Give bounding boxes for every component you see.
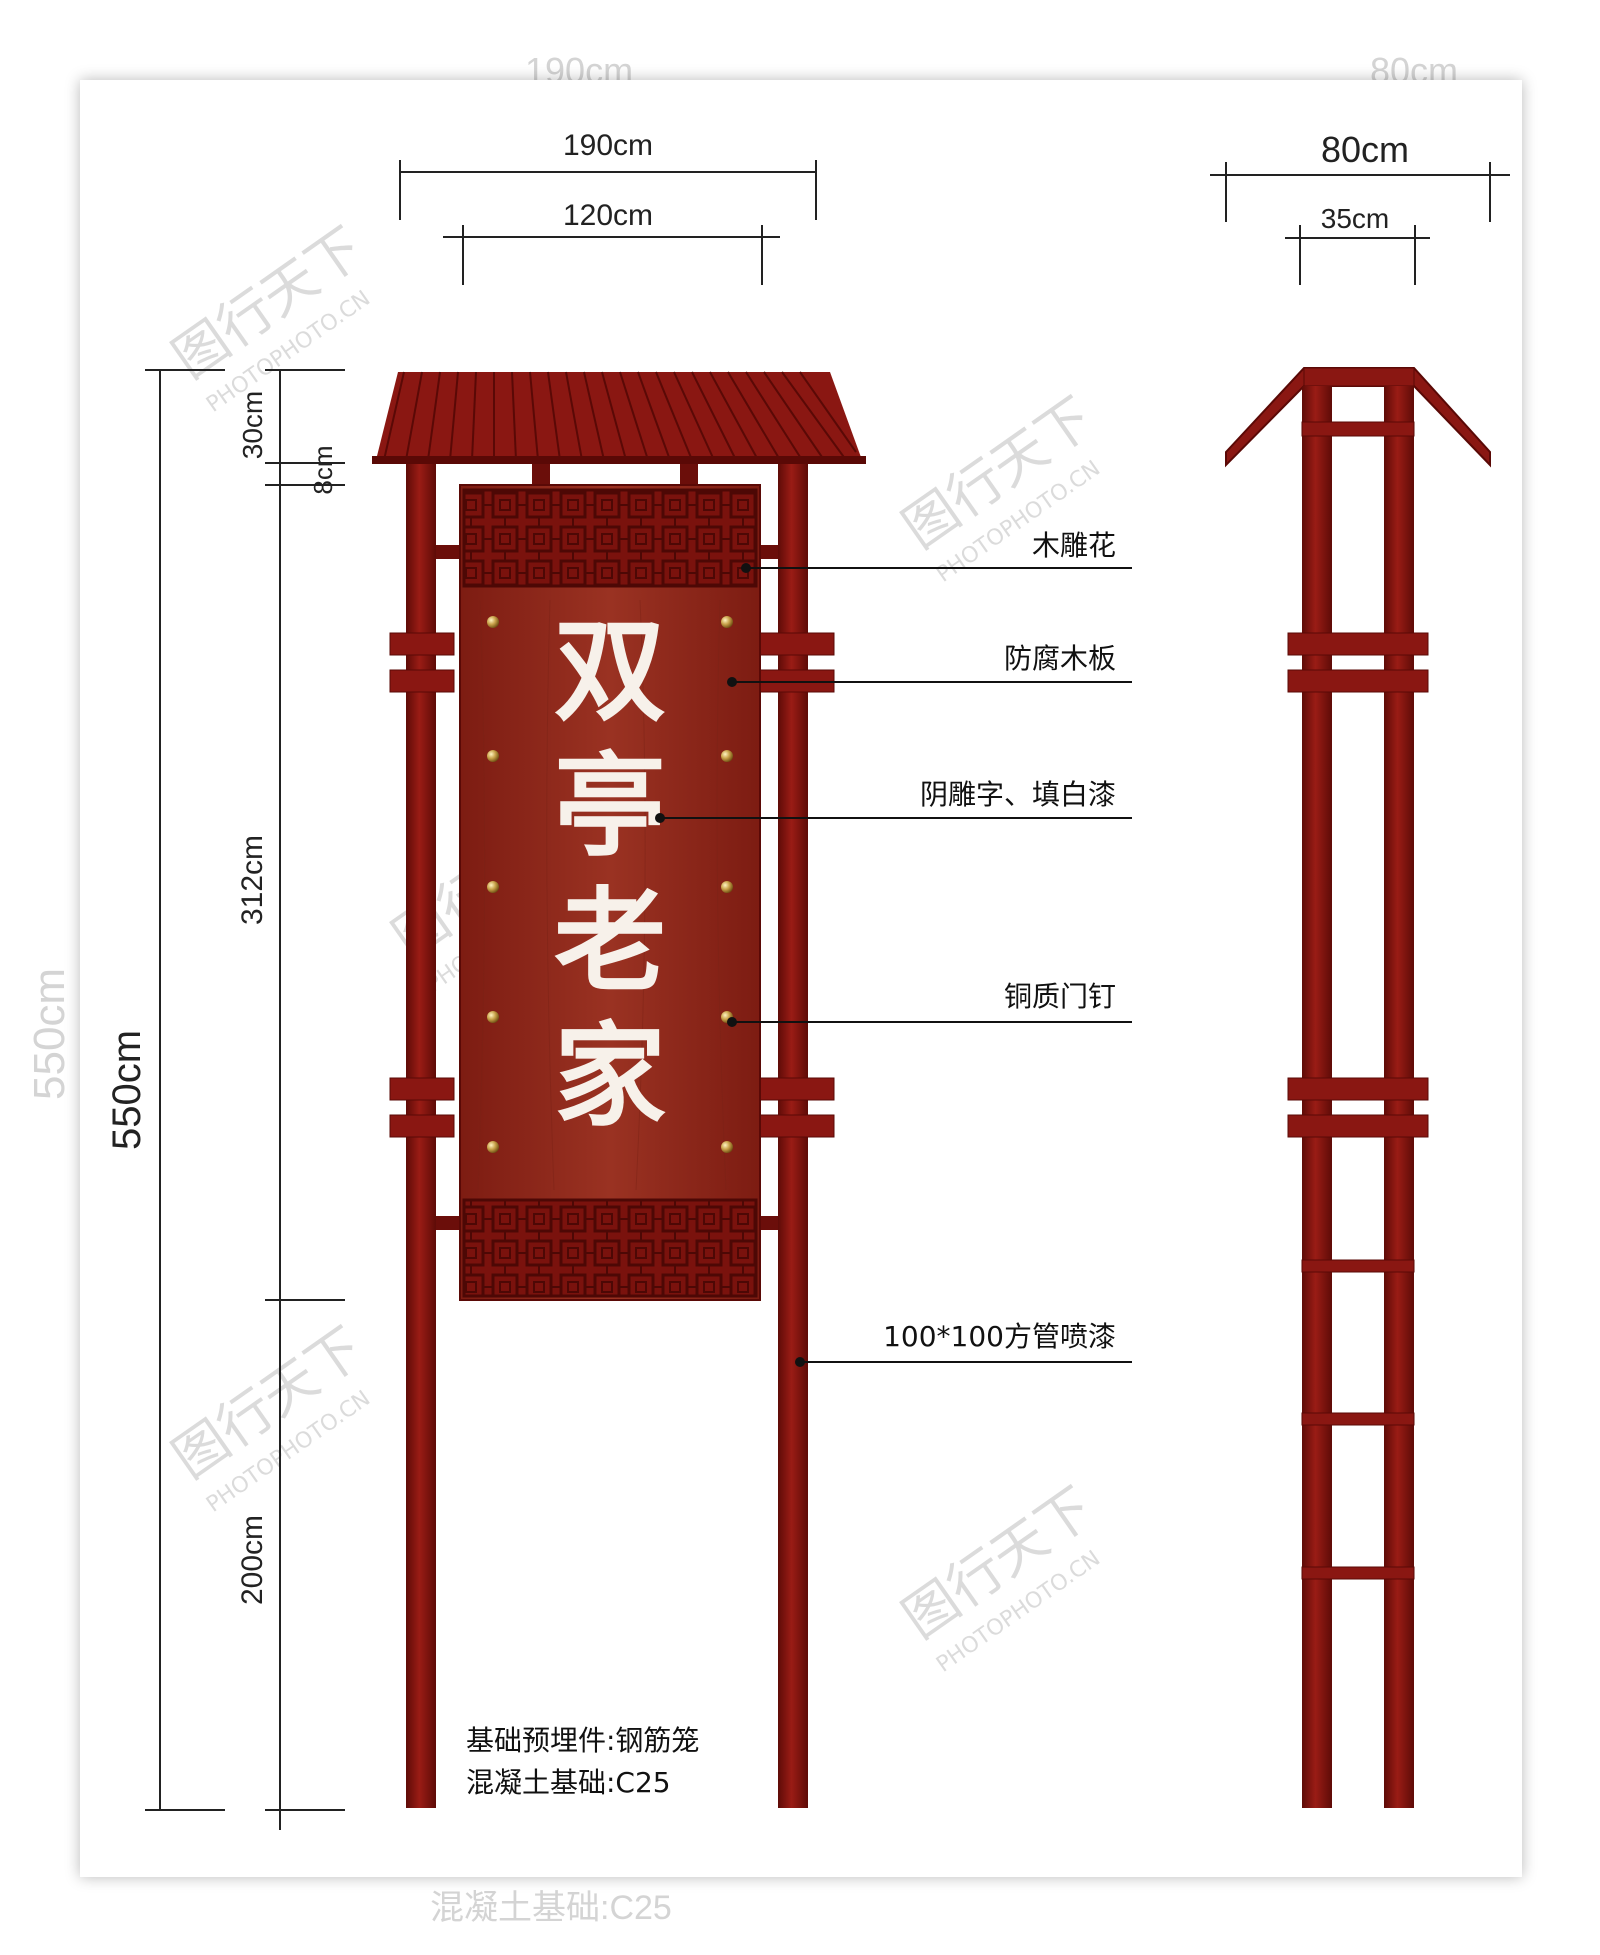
callout-dot bbox=[741, 563, 751, 573]
signboard-drawing: 图行天下 PHOTOPHOTO.CN 图行天下 PHOTOPHOTO.CN 图行… bbox=[105, 129, 1510, 1830]
callout-board: 防腐木板 bbox=[1004, 642, 1116, 675]
height-550-label: 550cm bbox=[105, 1030, 149, 1150]
width-120-label: 120cm bbox=[563, 199, 653, 232]
callout-lettering: 阴雕字、填白漆 bbox=[920, 778, 1116, 811]
carved-panel-top bbox=[462, 488, 758, 588]
brass-nail bbox=[721, 1141, 733, 1153]
side-width-35-label: 35cm bbox=[1321, 203, 1389, 234]
front-dimension-lines bbox=[145, 160, 817, 1830]
side-crossbar bbox=[1287, 632, 1429, 656]
callout-dot bbox=[655, 813, 665, 823]
callout-carving: 木雕花 bbox=[1032, 529, 1116, 562]
foundation-concrete: 混凝土基础:C25 bbox=[466, 1766, 671, 1799]
callout-dot bbox=[727, 1017, 737, 1027]
crossbar bbox=[389, 1077, 455, 1101]
sign-board bbox=[459, 484, 761, 1301]
roof bbox=[372, 371, 866, 464]
callout-dot bbox=[727, 677, 737, 687]
crossbar bbox=[389, 1114, 455, 1138]
brass-nail bbox=[721, 750, 733, 762]
sign-char-1: 双 bbox=[554, 606, 666, 737]
brass-nail bbox=[487, 616, 499, 628]
panel-height-label: 312cm bbox=[236, 835, 269, 925]
ghost-foundation-label: 混凝土基础:C25 bbox=[430, 1889, 672, 1927]
roof-height-label: 30cm bbox=[237, 391, 268, 459]
width-190-label: 190cm bbox=[563, 129, 653, 162]
gap-height-label: 8cm bbox=[308, 445, 338, 494]
sign-char-3: 老 bbox=[554, 876, 666, 1007]
crossbar bbox=[757, 632, 835, 656]
callout-dot bbox=[795, 1357, 805, 1367]
side-crossbar bbox=[1287, 1114, 1429, 1138]
drawing-sheet: 图行天下 PHOTOPHOTO.CN 图行天下 PHOTOPHOTO.CN 图行… bbox=[80, 80, 1522, 1877]
ghost-height-550-label: 550cm bbox=[25, 967, 74, 1100]
front-view: 双 亭 老 家 bbox=[372, 371, 866, 1808]
brass-nail bbox=[721, 616, 733, 628]
sign-char-2: 亭 bbox=[554, 741, 666, 872]
crossbar bbox=[389, 669, 455, 693]
brass-nail bbox=[487, 881, 499, 893]
brass-nail bbox=[721, 881, 733, 893]
side-dimension-lines bbox=[1210, 162, 1510, 285]
brass-nail bbox=[487, 1011, 499, 1023]
side-crossbar bbox=[1287, 1077, 1429, 1101]
crossbar bbox=[389, 632, 455, 656]
crossbar bbox=[757, 1114, 835, 1138]
side-crossbar bbox=[1287, 669, 1429, 693]
crossbar bbox=[757, 1077, 835, 1101]
brass-nail bbox=[487, 750, 499, 762]
callout-lines bbox=[660, 567, 1132, 1363]
callout-tube: 100*100方管喷漆 bbox=[883, 1320, 1116, 1353]
callout-nails: 铜质门钉 bbox=[1004, 980, 1116, 1013]
side-width-80-label: 80cm bbox=[1321, 129, 1409, 170]
foundation-embedded: 基础预埋件:钢筋笼 bbox=[466, 1724, 699, 1757]
side-view bbox=[1225, 367, 1491, 1808]
post-height-label: 200cm bbox=[236, 1515, 269, 1605]
sign-char-4: 家 bbox=[554, 1011, 666, 1142]
brass-nail bbox=[487, 1141, 499, 1153]
carved-panel-bottom bbox=[462, 1198, 758, 1298]
